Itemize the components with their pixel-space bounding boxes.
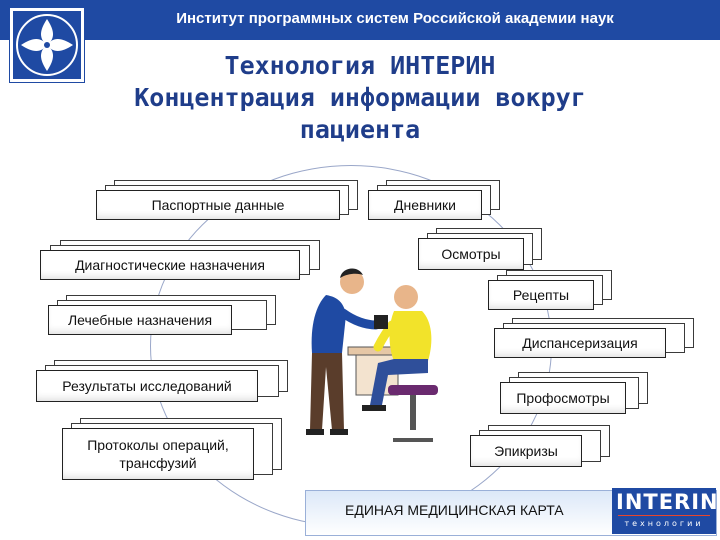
interin-logo-divider [618, 515, 710, 516]
card-label: Протоколы операций, трансфузий [62, 428, 254, 480]
card-label: Эпикризы [470, 435, 582, 467]
title-line-1: Технология ИНТЕРИН [60, 50, 660, 82]
card-dispensary-care: Диспансеризация [494, 318, 694, 358]
card-test-results: Результаты исследований [36, 360, 288, 402]
card-label: Дневники [368, 190, 482, 220]
interin-logo-subtitle: технологии [616, 519, 712, 528]
card-label: Диагностические назначения [40, 250, 300, 280]
card-passport-data: Паспортные данные [96, 180, 358, 220]
card-diagnostic-orders: Диагностические назначения [40, 240, 320, 280]
card-label: Рецепты [488, 280, 594, 310]
title-line-3: пациента [60, 114, 660, 146]
page-title: Технология ИНТЕРИН Концентрация информац… [60, 50, 660, 146]
card-treatment-orders: Лечебные назначения [48, 295, 276, 335]
card-label: Паспортные данные [96, 190, 340, 220]
card-label-line-1: Протоколы операций, [87, 436, 229, 454]
title-line-2: Концентрация информации вокруг [60, 82, 660, 114]
card-label: Результаты исследований [36, 370, 258, 402]
card-operation-protocols: Протоколы операций, трансфузий [62, 418, 284, 480]
card-prescriptions: Рецепты [488, 270, 612, 310]
unified-medical-record-label: ЕДИНАЯ МЕДИЦИНСКАЯ КАРТА [345, 502, 564, 518]
card-label: Профосмотры [500, 382, 626, 414]
interin-logo-word: INTERIN [616, 490, 712, 514]
card-label: Диспансеризация [494, 328, 666, 358]
card-diaries: Дневники [368, 180, 500, 220]
card-label: Лечебные назначения [48, 305, 232, 335]
card-preventive-checkups: Профосмотры [500, 372, 648, 414]
doctor-measuring-patient-blood-pressure-illustration [288, 255, 458, 450]
institute-name: Институт программных систем Российской а… [95, 10, 695, 27]
card-label-line-2: трансфузий [119, 454, 196, 472]
card-epicrises: Эпикризы [470, 425, 610, 467]
